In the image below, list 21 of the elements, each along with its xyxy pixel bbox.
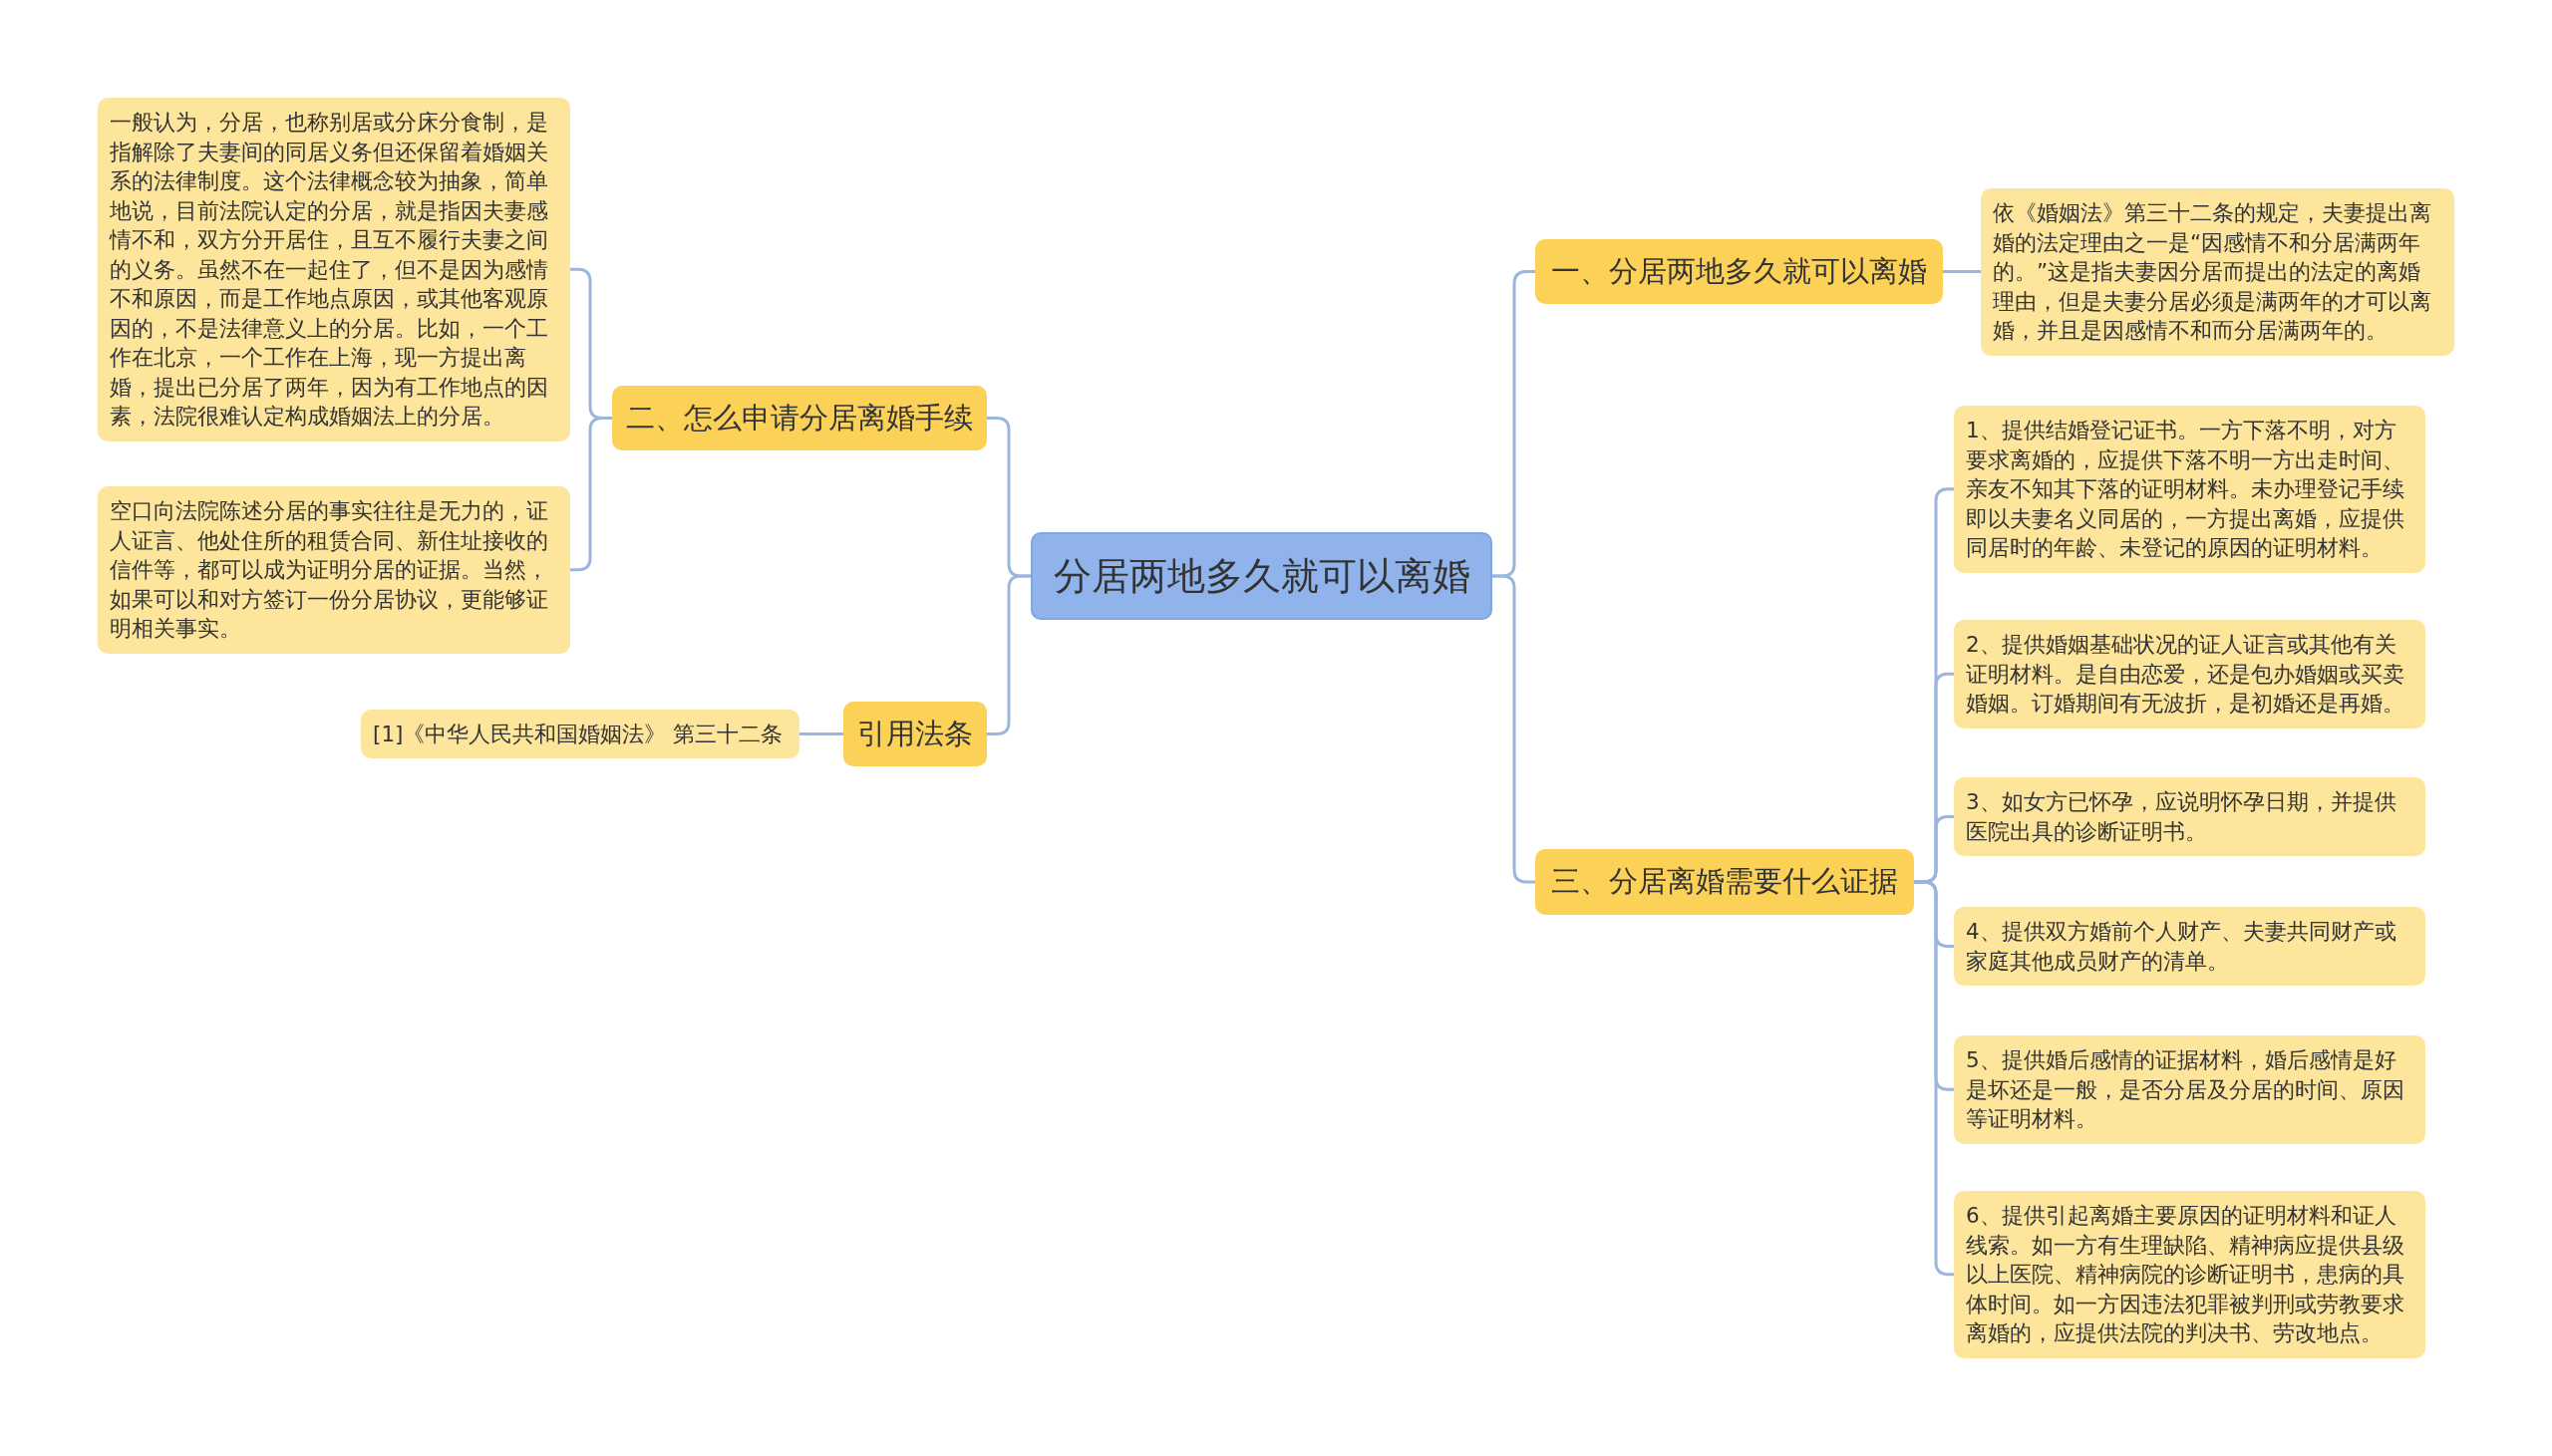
connector-line [987, 574, 1031, 735]
note-box: 5、提供婚后感情的证据材料，婚后感情是好是坏还是一般，是否分居及分居的时间、原因等证明材料。 [1954, 1035, 2425, 1144]
topic-box: 二、怎么申请分居离婚手续 [612, 386, 987, 450]
note-box: 4、提供双方婚前个人财产、夫妻共同财产或家庭其他成员财产的清单。 [1954, 907, 2425, 986]
connector-line [570, 417, 612, 572]
topic-box: 引用法条 [843, 702, 987, 766]
connector-line [1492, 574, 1535, 884]
note-box: [1]《中华人民共和国婚姻法》 第三十二条 [361, 710, 799, 758]
note-box: 一般认为，分居，也称别居或分床分食制，是指解除了夫妻间的同居义务但还保留着婚姻关系的法律制度。这个法律概念较为抽象，简单地说，目前法院认定的分居，就是指因夫妻感情不和，双方分开居住，且互不履行夫妻之间的义务。虽然不在一起住了，但不是因为感情不和原因，而是工作地点原因，或其他客观原因的，不是法律意义上的分居。比如，一个工作在北京，一个工作在上海，现一方提出离婚，提出已分居了两年，因为有工作地点的因素，法院很难认定构成婚姻法上的分居。 [98, 98, 570, 441]
note-box: 6、提供引起离婚主要原因的证明材料和证人线索。如一方有生理缺陷、精神病应提供县级以上医院、精神病院的诊断证明书，患病的具体时间。如一方因违法犯罪被判刑或劳教要求离婚的，应提供法院的判决书、劳改地点。 [1954, 1191, 2425, 1358]
note-box: 空口向法院陈述分居的事实往往是无力的，证人证言、他处住所的租赁合同、新住址接收的信件等，都可以成为证明分居的证据。当然，如果可以和对方签订一份分居协议，更能够证明相关事实。 [98, 486, 570, 654]
central-topic-box: 分居两地多久就可以离婚 [1031, 532, 1492, 620]
note-box: 3、如女方已怀孕，应说明怀孕日期，并提供医院出具的诊断证明书。 [1954, 777, 2425, 856]
connector-line [1943, 270, 1981, 273]
topic-box: 一、分居两地多久就可以离婚 [1535, 239, 1943, 304]
topic-box: 三、分居离婚需要什么证据 [1535, 849, 1914, 915]
connector-line [799, 732, 843, 735]
note-box: 2、提供婚姻基础状况的证人证言或其他有关证明材料。是自由恋爱，还是包办婚姻或买卖婚姻。订婚期间有无波折，是初婚还是再婚。 [1954, 620, 2425, 728]
note-box: 1、提供结婚登记证书。一方下落不明，对方要求离婚的，应提供下落不明一方出走时间、亲友不知其下落的证明材料。未办理登记手续即以夫妻名义同居的，一方提出离婚，应提供同居时的年龄、未登记的原因的证明材料。 [1954, 406, 2425, 573]
note-box: 依《婚姻法》第三十二条的规定，夫妻提出离婚的法定理由之一是“因感情不和分居满两年的。”这是指夫妻因分居而提出的法定的离婚理由，但是夫妻分居必须是满两年的才可以离婚，并且是因感情不和而分居满两年的。 [1981, 188, 2454, 356]
connector-line [1914, 880, 1954, 1277]
